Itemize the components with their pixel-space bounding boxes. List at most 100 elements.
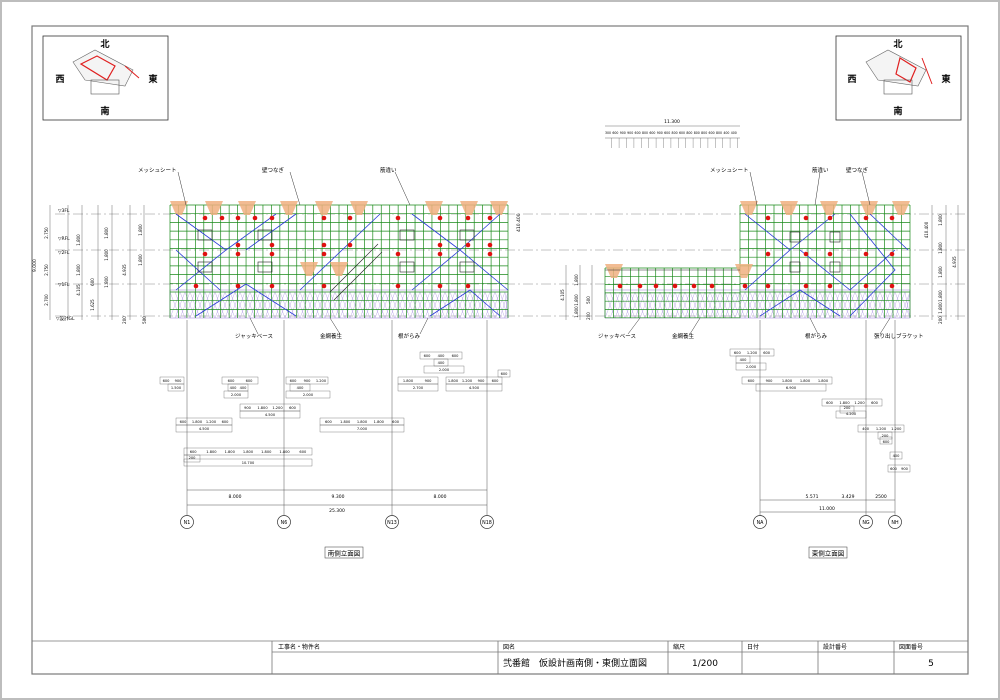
date-label: 日付 (747, 643, 759, 651)
dimension-box (839, 405, 855, 414)
wall-tie-marker (803, 283, 809, 289)
wall-tie-marker (691, 283, 697, 289)
south-elevation (169, 201, 509, 319)
net-mesh-line (684, 291, 696, 319)
dimension-text: 400 (740, 358, 748, 362)
net-mesh-line (644, 291, 656, 319)
dimension-text: 1.800 (192, 420, 203, 424)
net-mesh-line (474, 291, 486, 319)
dimension-text: 600 (163, 379, 171, 383)
dimension-text: 1.200 (206, 420, 217, 424)
wall-tie-marker (487, 242, 493, 248)
drawing-number-label: 図面番号 (899, 644, 923, 651)
dimension-text: 2.000 (439, 368, 450, 372)
dimension-text: 1.800 (104, 249, 109, 261)
label-jack-base: ジャッキベース (235, 333, 273, 340)
south-title-box (324, 546, 364, 559)
net-mesh-line (174, 291, 186, 319)
axis-n6: N6 (281, 520, 288, 526)
dimension-text: 600 (90, 278, 95, 286)
wall-tie-marker (321, 242, 327, 248)
label-mesh-sheet: メッシュシート (138, 168, 177, 174)
wall-tie-marker (437, 251, 443, 257)
brace-line (429, 289, 501, 317)
south-span-2: 9.300 (332, 494, 345, 500)
east-title-box (808, 546, 848, 559)
south-elevation-title: 南側立面図 (328, 549, 361, 558)
axis-na: NA (757, 520, 765, 526)
dimension-text: 600 (763, 351, 771, 355)
mesh-sheet-cap (280, 201, 298, 215)
dimension-box (887, 464, 911, 473)
dimension-text: 200 (882, 434, 890, 438)
south-span-1: 8.000 (229, 494, 242, 500)
wall-tie-marker (437, 242, 443, 248)
dimension-text: 1.800 (574, 274, 579, 286)
net-mesh-line (239, 291, 251, 319)
wall-tie-marker (803, 251, 809, 257)
wall-tie-marker (827, 251, 833, 257)
net-mesh-line (254, 291, 266, 319)
dimension-box (175, 424, 233, 433)
net-mesh-line (219, 291, 231, 319)
net-mesh-line (639, 291, 651, 319)
dimension-text: 600 (871, 401, 879, 405)
dimension-text: 200 (938, 316, 943, 324)
net-mesh-line (224, 291, 236, 319)
net-mesh-line (829, 291, 841, 319)
net-mesh-line (494, 291, 506, 319)
dimension-text: 600 (299, 450, 307, 454)
dimension-text: 600 (325, 420, 333, 424)
wall-tie-marker (235, 242, 241, 248)
level-1fl: ▽1FL (58, 282, 70, 288)
dimension-box (319, 424, 405, 433)
net-mesh-line (324, 291, 336, 319)
dimension-box (183, 458, 313, 467)
axis-ng: NG (862, 520, 870, 526)
net-mesh-line (354, 291, 366, 319)
east-span-3: 2500 (875, 494, 887, 500)
east-total: 11.000 (819, 506, 835, 512)
dimension-box (755, 383, 827, 392)
dimension-text: 400 (240, 386, 248, 390)
wall-tie-marker (235, 251, 241, 257)
net-mesh-line (844, 291, 856, 319)
dimension-text: 1.800 (800, 379, 811, 383)
net-mesh-line (634, 291, 646, 319)
net-mesh-line (724, 291, 736, 319)
dimension-text: 800 (642, 131, 648, 135)
dimension-text: 1.800 (938, 290, 943, 302)
wall-tie-marker (465, 242, 471, 248)
dimension-text: 1.800 (279, 450, 290, 454)
net-mesh-line (859, 291, 871, 319)
design-number-label: 設計番号 (823, 643, 847, 651)
dimension-text: 900 (244, 406, 252, 410)
brace-line (759, 289, 841, 317)
label-jack-base-east: ジャッキベース (598, 333, 636, 340)
brace-line (299, 213, 381, 291)
dimension-box (889, 451, 903, 460)
dimension-text: 800 (672, 131, 678, 135)
level-2fl: ▽2FL (58, 250, 70, 256)
net-mesh-line (374, 291, 386, 319)
dimension-text: 600 (748, 379, 756, 383)
dimension-text: 4.105 (76, 284, 81, 296)
dimension-text: 1.800 (225, 450, 236, 454)
net-mesh-line (434, 291, 446, 319)
label-net-floor: 金網養生 (320, 332, 343, 340)
net-mesh-line (649, 291, 661, 319)
net-mesh-line (789, 291, 801, 319)
dimension-text: 600 (635, 131, 641, 135)
net-mesh-line (379, 291, 391, 319)
net-mesh-line (779, 291, 791, 319)
compass-east-label: 東 (148, 73, 157, 85)
compass-west-label: 西 (55, 74, 64, 85)
dimension-text: 1.800 (448, 379, 459, 383)
dimension-text: 1.800 (938, 266, 943, 278)
net-mesh-line (664, 291, 676, 319)
dimension-text: 600 (222, 420, 230, 424)
dimension-text: 10.700 (242, 461, 255, 465)
wall-tie-marker (637, 283, 643, 289)
dimension-text: 410.400 (924, 221, 929, 238)
